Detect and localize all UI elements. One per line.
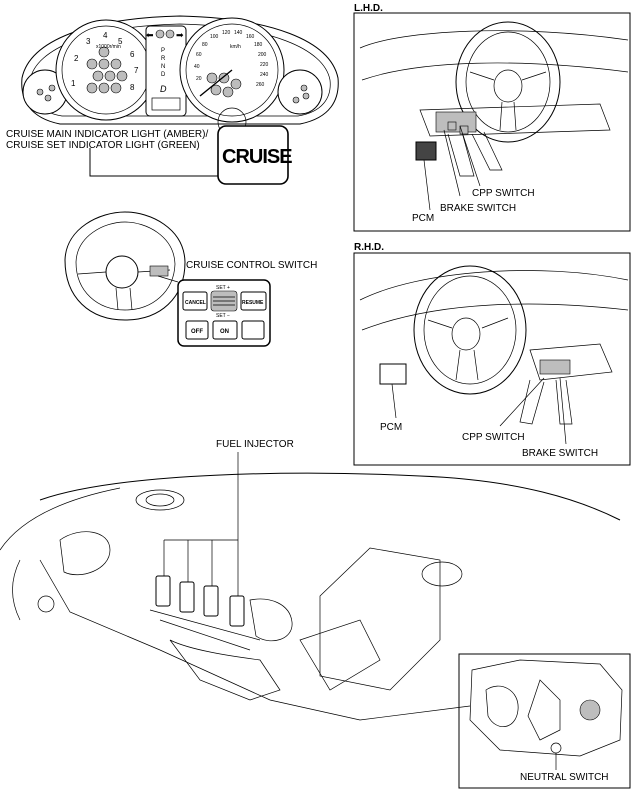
tacho-num-6: 6 — [130, 50, 135, 59]
cancel-button-label: CANCEL — [185, 300, 206, 306]
neutral-switch-panel: NEUTRAL SWITCH — [458, 653, 631, 789]
tacho-num-7: 7 — [134, 66, 139, 75]
tacho-num-2: 2 — [74, 54, 79, 63]
on-button-label: ON — [220, 329, 229, 335]
tacho-num-3: 3 — [86, 37, 91, 46]
rhd-cpp-switch-label: CPP SWITCH — [462, 432, 525, 443]
lhd-box — [353, 12, 631, 232]
steering-wheel — [64, 211, 186, 321]
instrument-cluster: 1 2 3 4 5 6 7 8 x1000r/min ⬅ ➡ P R N D D… — [21, 15, 339, 125]
set-minus-label: SET − — [216, 313, 230, 319]
cruise-control-switch-panel: CRUISE CONTROL SWITCH CANCEL SET + SET −… — [157, 260, 317, 347]
lhd-pcm-label: PCM — [412, 213, 434, 224]
gear-n: N — [161, 64, 165, 70]
lhd-title: L.H.D. — [354, 3, 383, 14]
neutral-switch-part — [550, 742, 562, 754]
right-turn-icon: ➡ — [176, 30, 184, 40]
gear-display: D — [160, 84, 167, 94]
lhd-panel: L.H.D. PCM BRAKE SWITCH CPP SWITCH — [353, 3, 631, 232]
neutral-switch-box — [458, 653, 631, 789]
rhd-panel: R.H.D. PCM CPP SWITCH BRAKE SWITCH — [353, 242, 631, 466]
engine-bay: FUEL INJECTOR — [0, 439, 621, 721]
on-button — [212, 320, 238, 340]
steering-switch-small — [149, 265, 169, 277]
lhd-brake-switch-label: BRAKE SWITCH — [440, 203, 516, 214]
cruise-badge: CRUISE — [222, 146, 292, 168]
speed-20: 20 — [196, 76, 202, 82]
speed-260: 260 — [256, 82, 265, 88]
gear-r: R — [161, 56, 166, 62]
speedo-lamps — [206, 72, 242, 98]
cruise-indicator-label-2: CRUISE SET INDICATOR LIGHT (GREEN) — [6, 140, 200, 151]
lhd-cpp-switch-label: CPP SWITCH — [472, 188, 535, 199]
fuel-gauge — [277, 69, 323, 115]
speed-140: 140 — [234, 30, 243, 36]
speedo-needle — [199, 69, 233, 97]
tacho-num-5: 5 — [118, 37, 123, 46]
cruise-badge-box — [217, 125, 289, 185]
tacho-unit: x1000r/min — [96, 44, 121, 50]
neutral-switch-label: NEUTRAL SWITCH — [520, 772, 609, 783]
cruise-indicator-callout: CRUISE CRUISE MAIN INDICATOR LIGHT (AMBE… — [6, 107, 293, 185]
resume-button — [240, 291, 267, 311]
left-turn-icon: ⬅ — [146, 30, 154, 40]
cancel-button — [182, 291, 208, 311]
rhd-pedal-area — [539, 359, 571, 375]
speed-unit: km/h — [230, 44, 241, 50]
tacho-num-4: 4 — [103, 31, 108, 40]
tacho-lamps — [86, 46, 128, 94]
speed-40: 40 — [194, 64, 200, 70]
off-button-label: OFF — [191, 329, 203, 335]
set-plus-label: SET + — [216, 285, 230, 291]
rhd-pcm-label: PCM — [380, 422, 402, 433]
lhd-pcm — [415, 141, 437, 161]
tacho-num-1: 1 — [71, 79, 76, 88]
rhd-steering-wheel — [413, 265, 527, 395]
speed-220: 220 — [260, 62, 269, 68]
gear-d: D — [161, 72, 166, 78]
tacho-num-8: 8 — [130, 83, 135, 92]
speed-120: 120 — [222, 30, 231, 36]
resume-button-label: RESUME — [242, 300, 264, 306]
gear-p: P — [161, 48, 165, 54]
fuel-injectors — [149, 575, 261, 651]
rhd-brake-switch-label: BRAKE SWITCH — [522, 448, 598, 459]
cruise-control-switch-label: CRUISE CONTROL SWITCH — [186, 260, 317, 271]
rhd-box — [353, 252, 631, 466]
fuel-injector-label: FUEL INJECTOR — [216, 439, 294, 450]
speed-60: 60 — [196, 52, 202, 58]
rhd-pcm — [379, 363, 407, 385]
blank-button — [241, 320, 265, 340]
lhd-steering-wheel — [455, 21, 561, 143]
speed-200: 200 — [258, 52, 267, 58]
rhd-title: R.H.D. — [354, 242, 384, 253]
off-button — [185, 320, 209, 340]
speed-180: 180 — [254, 42, 263, 48]
speed-100: 100 — [210, 34, 219, 40]
speed-160: 160 — [246, 34, 255, 40]
odometer — [151, 97, 181, 111]
speed-240: 240 — [260, 72, 269, 78]
speed-80: 80 — [202, 42, 208, 48]
cruise-indicator-label-1: CRUISE MAIN INDICATOR LIGHT (AMBER)/ — [6, 129, 208, 140]
